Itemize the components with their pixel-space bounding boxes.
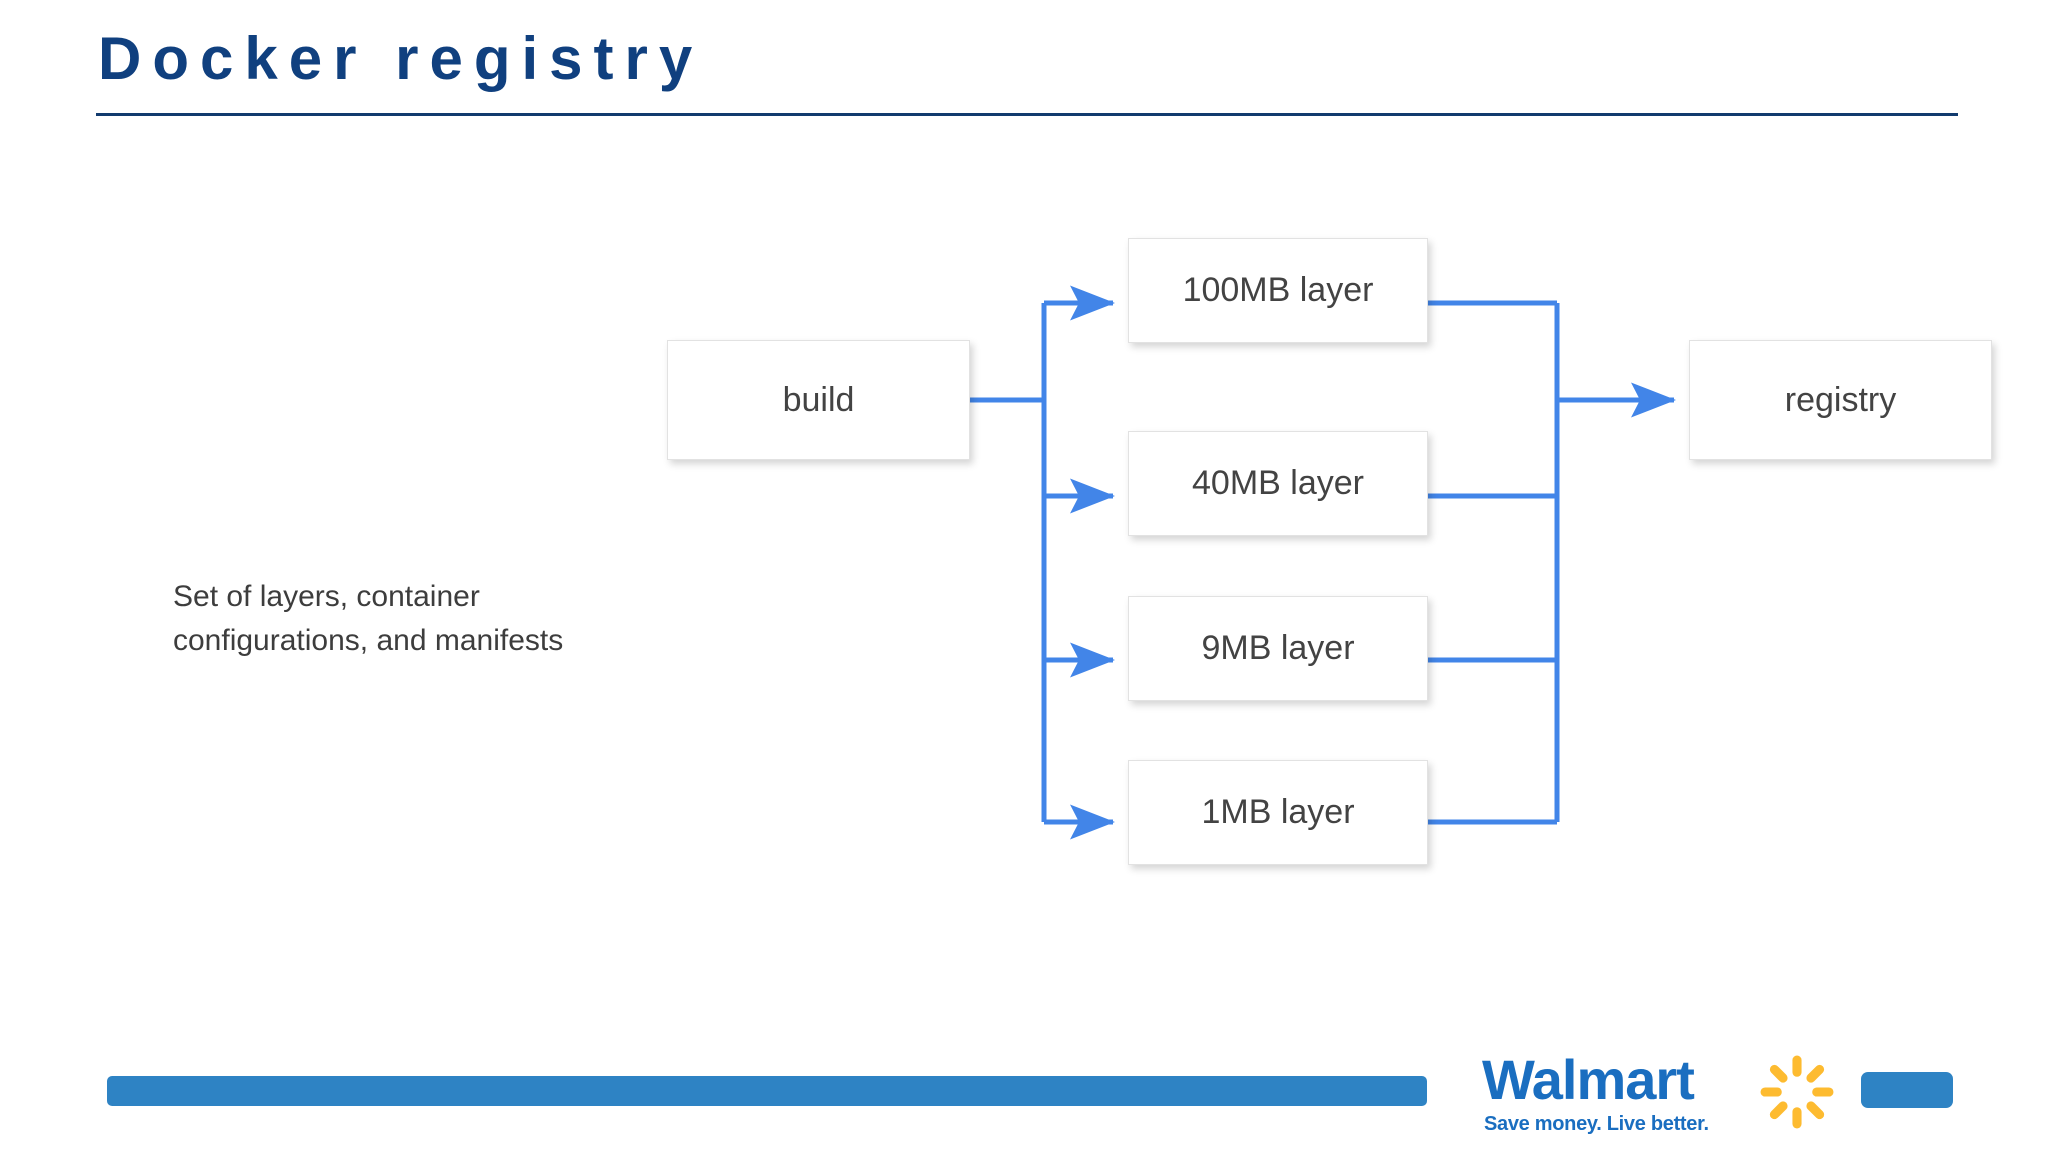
footer-accent-block xyxy=(1861,1072,1953,1108)
node-layer-1mb-label: 1MB layer xyxy=(1201,793,1355,831)
node-build[interactable]: build xyxy=(667,340,970,460)
node-registry[interactable]: registry xyxy=(1689,340,1992,460)
body-caption-line-2: configurations, and manifests xyxy=(173,623,564,657)
node-layer-40mb[interactable]: 40MB layer xyxy=(1128,431,1428,536)
node-layer-100mb[interactable]: 100MB layer xyxy=(1128,238,1428,343)
body-caption-line-1: Set of layers, container xyxy=(173,580,480,613)
walmart-logo: Walmart Save money. Live better. xyxy=(1482,1052,1852,1136)
body-caption: Set of layers, container configurations,… xyxy=(173,575,643,662)
title-divider xyxy=(96,113,1958,116)
node-layer-9mb[interactable]: 9MB layer xyxy=(1128,596,1428,701)
footer-bar xyxy=(107,1076,1427,1106)
node-layer-9mb-label: 9MB layer xyxy=(1201,629,1355,667)
node-build-label: build xyxy=(782,380,855,419)
page-title: Docker registry xyxy=(98,25,704,92)
node-layer-40mb-label: 40MB layer xyxy=(1192,464,1364,502)
walmart-wordmark: Walmart xyxy=(1482,1048,1695,1111)
node-layer-100mb-label: 100MB layer xyxy=(1182,271,1374,309)
node-registry-label: registry xyxy=(1784,380,1897,419)
node-layer-1mb[interactable]: 1MB layer xyxy=(1128,760,1428,865)
walmart-tagline: Save money. Live better. xyxy=(1484,1113,1709,1135)
walmart-spark-icon xyxy=(1760,1055,1834,1129)
